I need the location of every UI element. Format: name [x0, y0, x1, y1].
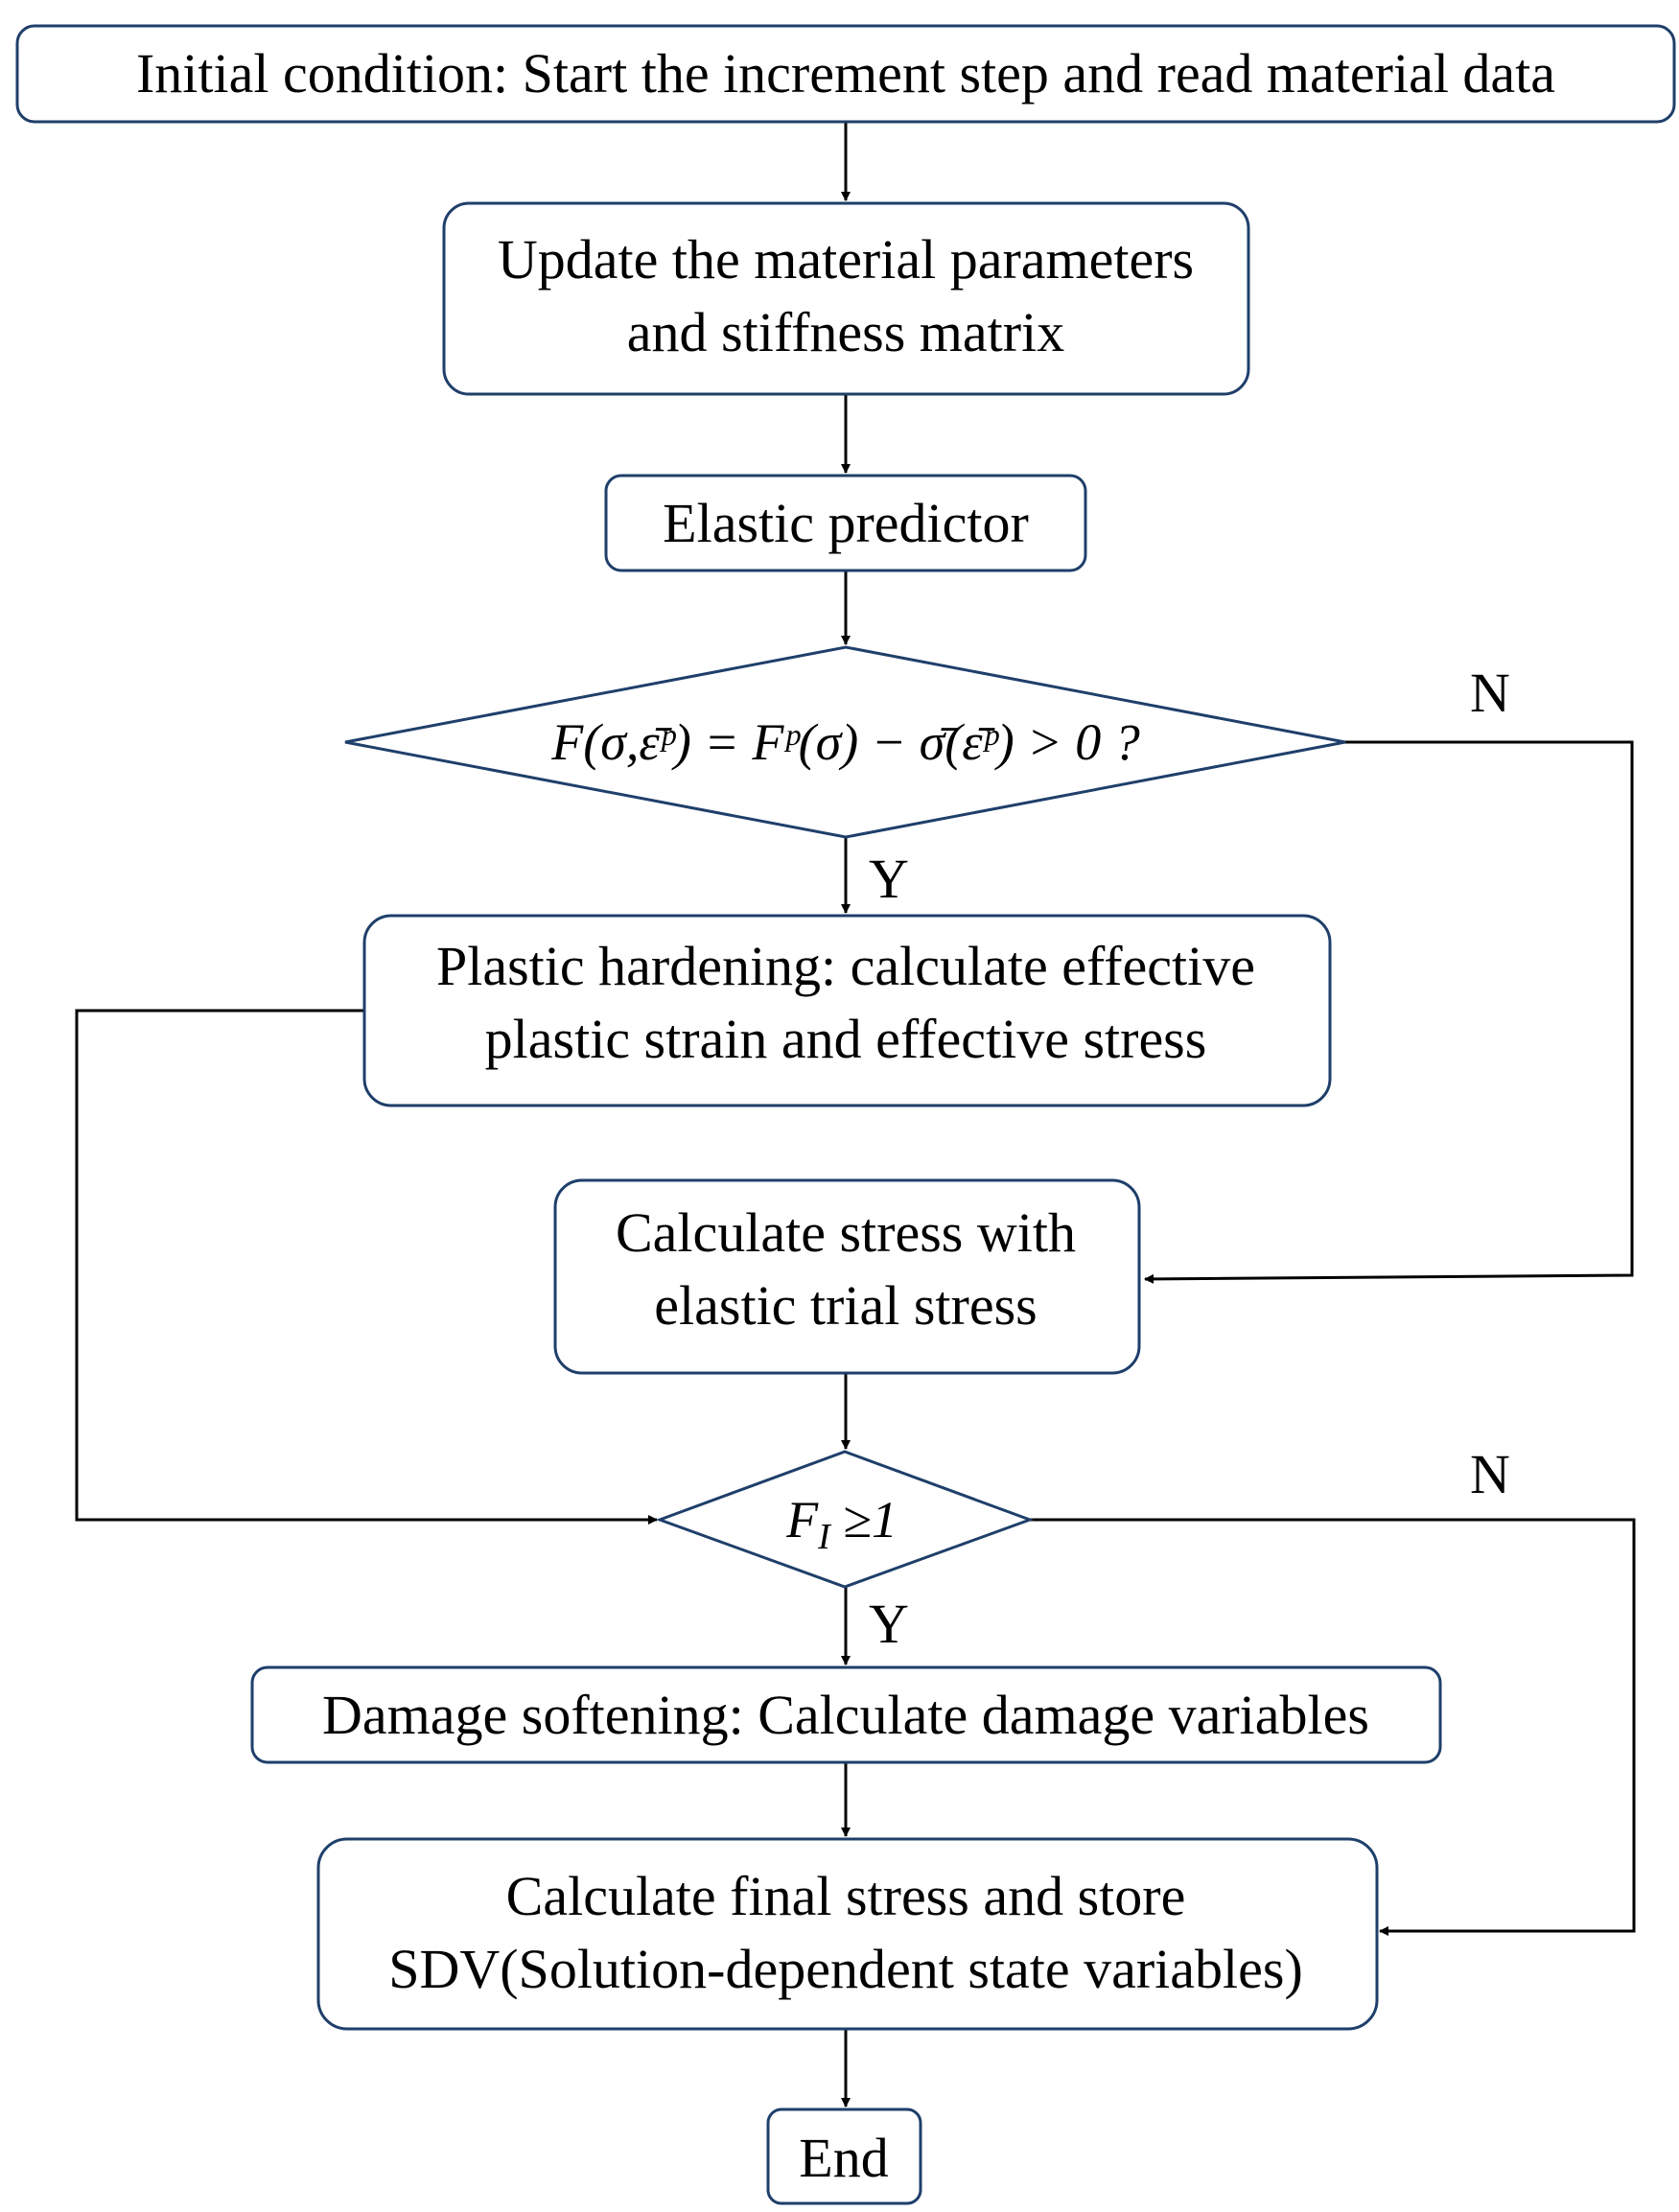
- label-yes-2: Y: [869, 1593, 909, 1655]
- decision-yield: F(σ,ε̄ᵖ) = Fᵖ(σ) − σ̄(ε̄ᵖ) > 0 ?: [344, 645, 1346, 839]
- label-no-2: N: [1470, 1443, 1510, 1505]
- node-update-line2: and stiffness matrix: [627, 301, 1064, 363]
- node-final-stress: Calculate final stress and store SDV(Sol…: [316, 1837, 1379, 2031]
- node-plastic-line2: plastic strain and effective stress: [485, 1008, 1207, 1070]
- node-elastic-predictor: Elastic predictor: [604, 474, 1087, 572]
- node-end-text: End: [799, 2127, 888, 2189]
- node-trial-stress: Calculate stress with elastic trial stre…: [553, 1178, 1141, 1375]
- node-trial-line2: elastic trial stress: [654, 1274, 1037, 1337]
- arrow-yield-no: [1144, 740, 1634, 1284]
- node-damage-softening: Damage softening: Calculate damage varia…: [250, 1665, 1442, 1764]
- node-plastic-line1: Plastic hardening: calculate effective: [436, 935, 1255, 997]
- node-end: End: [766, 2107, 922, 2205]
- node-initial: Initial condition: Start the increment s…: [15, 24, 1676, 124]
- node-damage-text: Damage softening: Calculate damage varia…: [322, 1684, 1369, 1746]
- decision-yield-formula: F(σ,ε̄ᵖ) = Fᵖ(σ) − σ̄(ε̄ᵖ) > 0 ?: [550, 713, 1139, 771]
- node-update: Update the material parameters and stiff…: [442, 201, 1250, 396]
- node-final-line2: SDV(Solution-dependent state variables): [388, 1938, 1303, 2000]
- node-final-line1: Calculate final stress and store: [506, 1865, 1186, 1927]
- node-plastic-hardening: Plastic hardening: calculate effective p…: [362, 914, 1332, 1107]
- node-trial-line1: Calculate stress with: [616, 1201, 1076, 1264]
- decision-damage-formula: FI ≥1: [785, 1491, 898, 1557]
- arrow-plastic-to-damage-check: [75, 1009, 658, 1525]
- arrow-damage-no: [1030, 1518, 1636, 1936]
- node-elastic-text: Elastic predictor: [663, 492, 1029, 554]
- decision-damage: FI ≥1: [655, 1450, 1035, 1589]
- label-yes-1: Y: [869, 848, 909, 910]
- node-initial-text: Initial condition: Start the increment s…: [136, 42, 1555, 105]
- node-update-line1: Update the material parameters: [498, 228, 1194, 291]
- connectors: [75, 122, 1636, 2107]
- label-no-1: N: [1470, 662, 1510, 724]
